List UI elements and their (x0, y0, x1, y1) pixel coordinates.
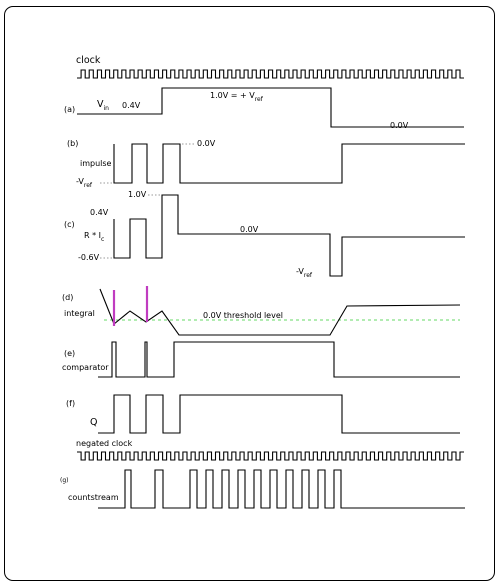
row-d-label: (d) (62, 293, 73, 302)
threshold-label: 0.0V threshold level (203, 311, 283, 320)
c-zero-label: 0.0V (240, 225, 259, 234)
waveform-a (77, 87, 464, 128)
waveform-d (99, 288, 461, 336)
b-vref-label: -Vref (76, 177, 93, 189)
row-f-label: (f) (66, 399, 75, 408)
vref-high-label: 1.0V = + Vref (210, 91, 264, 103)
b-zero-label: 0.0V (197, 139, 216, 148)
vin-value: 0.4V (122, 101, 141, 110)
negated-clock-label: negated clock (76, 439, 133, 448)
c-ri-label: R * Ic (84, 231, 104, 243)
c-vref-label: -Vref (296, 267, 313, 279)
integral-label: integral (64, 309, 95, 318)
q-label: Q (90, 417, 97, 428)
vin-label: Vin (97, 99, 109, 112)
countstream-label: countstream (68, 493, 119, 502)
clock-label: clock (76, 55, 101, 66)
row-e-label: (e) (64, 349, 75, 358)
negated-clock-waveform (77, 451, 464, 461)
row-g-label: (g) (60, 477, 69, 484)
row-c-label: (c) (64, 220, 75, 229)
waveform-c (113, 194, 465, 277)
row-b-label: (b) (67, 139, 78, 148)
waveform-f (98, 394, 460, 434)
impulse-label: impulse (80, 159, 112, 168)
comparator-label: comparator (62, 363, 109, 372)
c-neg-label: -0.6V (78, 253, 100, 262)
c-top-label: 1.0V (128, 190, 147, 199)
waveform-b (113, 143, 465, 184)
waveform-e (98, 341, 460, 378)
clock-waveform (77, 69, 464, 79)
countstream-waveform (98, 469, 465, 509)
zero-label-a: 0.0V (390, 121, 409, 130)
c-pos-label: 0.4V (90, 208, 109, 217)
row-a-label: (a) (64, 105, 75, 114)
